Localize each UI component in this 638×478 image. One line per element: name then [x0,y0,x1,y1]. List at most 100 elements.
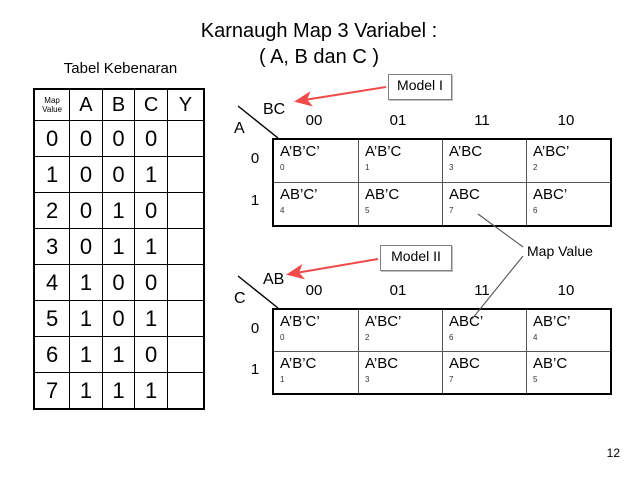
truth-table-cell: 1 [101,228,136,265]
slide-title-line-2: ( A, B dan C ) [258,46,380,68]
truth-table-header-row: Map Value A B C Y [33,88,205,121]
truth-table-cell: 0 [101,264,136,301]
kmap1-column-header: 10 [557,112,575,129]
page-number: 12 [606,446,620,460]
kmap1-row-header: 1 [250,192,260,209]
kmap1-cell-term: ABC’ [533,186,568,203]
truth-table-header-a: A [69,88,103,121]
truth-table-cell: 1 [69,300,103,337]
kmap1-cell-term: AB’C’ [280,186,318,203]
kmap1-cell-map-value: 0 [280,163,285,172]
kmap2-cell-map-value: 7 [449,375,454,384]
slide-title: Karnaugh Map 3 Variabel : ( A, B dan C ) [0,18,638,70]
kmap2-cell-map-value: 2 [365,333,370,342]
kmap1-column-header: 11 [474,112,490,129]
kmap1-cell-term: A’BC’ [533,143,570,160]
kmap1-row-variable-label: A [234,120,245,137]
kmap1-cell[interactable]: A’B’C’ 0 [274,140,358,182]
truth-table-cell-map-value: 7 [33,372,71,410]
truth-table-heading: Tabel Kebenaran [63,60,178,77]
kmap1-cell-term: ABC [449,186,480,203]
truth-table-cell-map-value: 3 [33,228,71,265]
kmap1-axis-corner: A BC [234,101,285,140]
truth-table-cell: 0 [101,120,136,157]
kmap1-column-header: 01 [389,112,407,129]
truth-table-cell: 1 [69,336,103,373]
kmap1-cell[interactable]: A’B’C 1 [358,140,442,182]
kmap2-cell-map-value: 3 [365,375,370,384]
kmap2-cell[interactable]: AB’C’4 [526,310,610,351]
truth-table-cell: 0 [101,156,136,193]
truth-table-header-c: C [134,88,168,121]
kmap1-column-header: 00 [305,112,323,129]
kmap1-cell-map-value: 1 [365,163,370,172]
kmap2-diagonal-divider [237,275,279,309]
truth-table-cell: 0 [134,336,168,373]
model-2-arrow [286,258,379,280]
truth-table-cell: 1 [134,156,168,193]
truth-table-cell-map-value: 4 [33,264,71,301]
truth-table-cell: 1 [101,192,136,229]
kmap1-row-header: 0 [250,150,260,167]
kmap2-cell-term: A’BC [365,355,399,372]
kmap1-diagonal-divider [237,105,279,139]
truth-table-cell: 1 [69,264,103,301]
truth-table-cell [166,372,205,410]
truth-table-cell: 0 [69,120,103,157]
kmap2-cell-term: ABC’ [449,313,484,330]
truth-table-cell [166,192,205,229]
kmap2-column-header: 01 [389,282,407,299]
model-1-arrow [294,86,387,107]
kmap1-cell-term: AB’C [365,186,400,203]
kmap1-cell[interactable]: ABC’6 [526,183,610,225]
kmap2-cell-term: A’B’C [280,355,317,372]
kmap2-cell-term: A’B’C’ [280,313,320,330]
kmap2-cell[interactable]: ABC’ 6 [442,310,526,351]
kmap2-column-header: 00 [305,282,323,299]
truth-table-cell: 1 [134,300,168,337]
truth-table-cell [166,228,205,265]
truth-table-cell: 1 [134,372,168,410]
kmap1-cell-map-value: 4 [280,206,285,215]
truth-table-cell-map-value: 2 [33,192,71,229]
kmap2-cell[interactable]: A’BC 3 [358,352,442,393]
kmap1-cell[interactable]: A’BC’2 [526,140,610,182]
kmap2-cell[interactable]: A’B’C 1 [274,352,358,393]
truth-table-cell [166,120,205,157]
kmap2-cell-term: ABC [449,355,480,372]
model-1-callout[interactable]: Model I [388,74,452,100]
kmap2-cell-map-value: 6 [449,333,454,342]
kmap2-cell-map-value: 4 [533,333,538,342]
map-value-annotation-label: Map Value [527,243,593,259]
model-2-callout[interactable]: Model II [380,245,452,271]
kmap2-cell[interactable]: A’BC’2 [358,310,442,351]
truth-table-cell [166,300,205,337]
kmap1-cell-term: A’B’C [365,143,402,160]
kmap2-col-variable-label: AB [263,271,285,288]
kmap1-cell-term: A’B’C’ [280,143,320,160]
kmap2-cell-map-value: 1 [280,375,285,384]
kmap2-column-header: 11 [474,282,490,299]
truth-table-cell [166,336,205,373]
kmap2-cell[interactable]: A’B’C’0 [274,310,358,351]
truth-table-cell: 1 [101,336,136,373]
kmap1-cell[interactable]: AB’C’ 4 [274,183,358,225]
kmap2-axis-corner: C AB [234,271,285,310]
kmap2-cell[interactable]: ABC 7 [442,352,526,393]
truth-table-cell [166,156,205,193]
